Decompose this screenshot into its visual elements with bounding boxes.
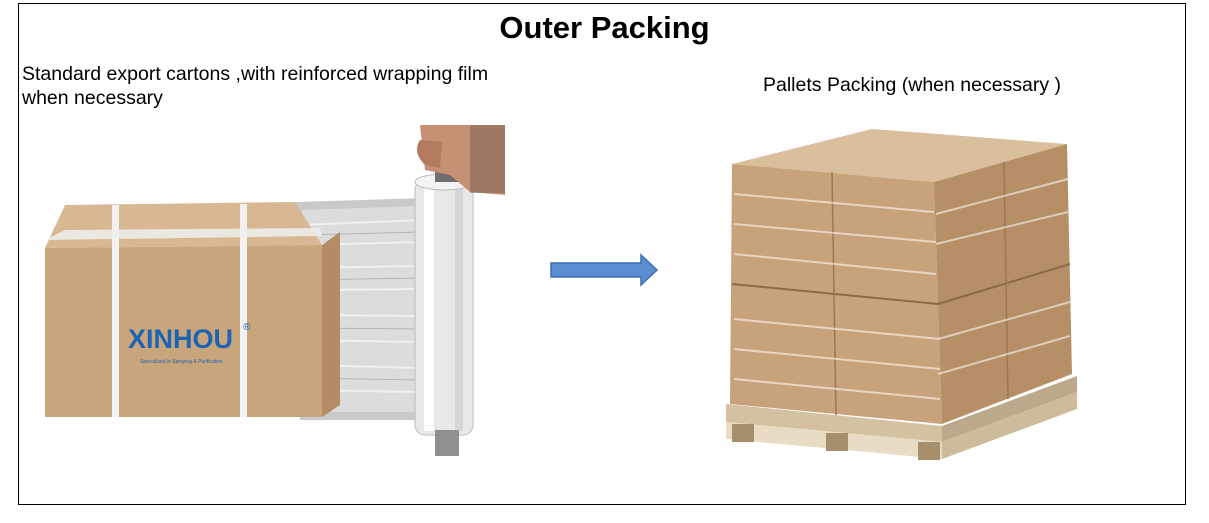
page-frame bbox=[18, 3, 1186, 505]
carton-tagline: Specialized in Spraying & Purification bbox=[140, 359, 223, 365]
pallet-caption: Pallets Packing (when necessary ) bbox=[763, 74, 1062, 96]
carton-wrapping-photo: XINHOU ® Specialized in Spraying & Purif… bbox=[45, 125, 505, 456]
carton-brand: XINHOU bbox=[128, 324, 233, 354]
carton-brand-mark: ® bbox=[243, 322, 251, 333]
right-arrow-icon bbox=[550, 253, 659, 287]
film-roll bbox=[414, 160, 474, 456]
carton-caption: Standard export cartons ,with reinforced… bbox=[22, 63, 489, 109]
hand bbox=[416, 125, 505, 195]
wrapped-pallet bbox=[726, 129, 1077, 460]
page-title: Outer Packing bbox=[499, 10, 710, 45]
carton-box: XINHOU ® Specialized in Spraying & Purif… bbox=[45, 202, 340, 417]
pallet-photo bbox=[726, 129, 1077, 460]
